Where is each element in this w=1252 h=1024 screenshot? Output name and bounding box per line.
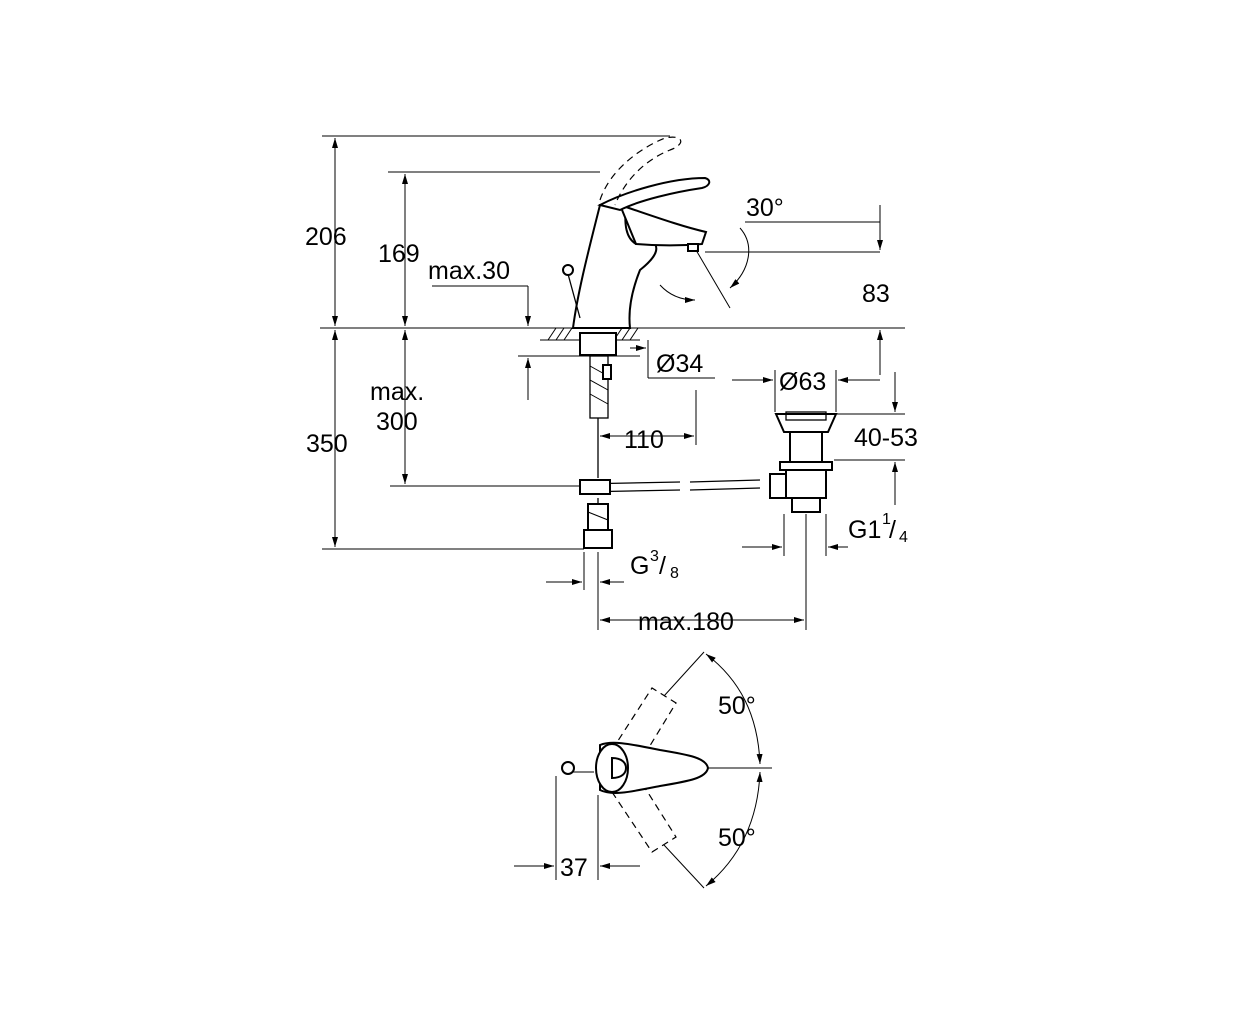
dim-total-height: 206 [305, 223, 347, 251]
dim-waste-thread: G1 1 / 4 [848, 511, 908, 546]
dim-lever-angle-bottom: 50° [718, 824, 756, 852]
side-view: 206 169 max.30 30° 83 Ø34 Ø63 max. 300 3… [305, 135, 918, 636]
aerator [687, 243, 699, 252]
svg-text:3: 3 [650, 548, 659, 565]
lever [597, 176, 711, 212]
waste-link-rod [579, 479, 761, 495]
mixer-body [571, 204, 658, 329]
dim-supply-thread: G 3 / 8 [630, 548, 679, 582]
top-view: 50° 50° 37 [514, 651, 772, 889]
lever-rotated-down [611, 779, 677, 853]
dim-lever-offset: 37 [560, 854, 588, 882]
fixing-assembly [579, 332, 617, 504]
dim-max-worktop: max.30 [428, 257, 510, 285]
dim-lever-angle-top: 50° [718, 692, 756, 720]
dim-supply-max-prefix: max. [370, 378, 424, 406]
dim-supply-max-value: 300 [376, 408, 418, 436]
lever-raised [599, 136, 682, 206]
dim-under-depth: 350 [306, 430, 348, 458]
supply-hose [583, 503, 613, 549]
dim-flange-diameter: Ø63 [779, 368, 826, 396]
dim-hole-diameter: Ø34 [656, 350, 703, 378]
svg-text:4: 4 [899, 529, 908, 546]
dim-projection: 110 [624, 426, 664, 454]
lever-top [599, 741, 710, 794]
dim-spout-height: 83 [862, 280, 890, 308]
svg-text:G: G [630, 552, 649, 580]
svg-text:/: / [889, 516, 896, 544]
svg-text:1: 1 [882, 511, 891, 528]
popup-knob [561, 761, 594, 775]
svg-text:8: 8 [670, 565, 679, 582]
dim-max-offset: max.180 [638, 608, 734, 636]
dim-spout-angle: 30° [746, 194, 784, 222]
spout [618, 203, 708, 247]
dim-waste-range: 40-53 [854, 424, 918, 452]
svg-text:G1: G1 [848, 516, 881, 544]
svg-text:/: / [659, 552, 666, 580]
dim-lever-height: 169 [378, 240, 420, 268]
popup-rod [562, 264, 581, 319]
waste-valve [769, 411, 838, 513]
